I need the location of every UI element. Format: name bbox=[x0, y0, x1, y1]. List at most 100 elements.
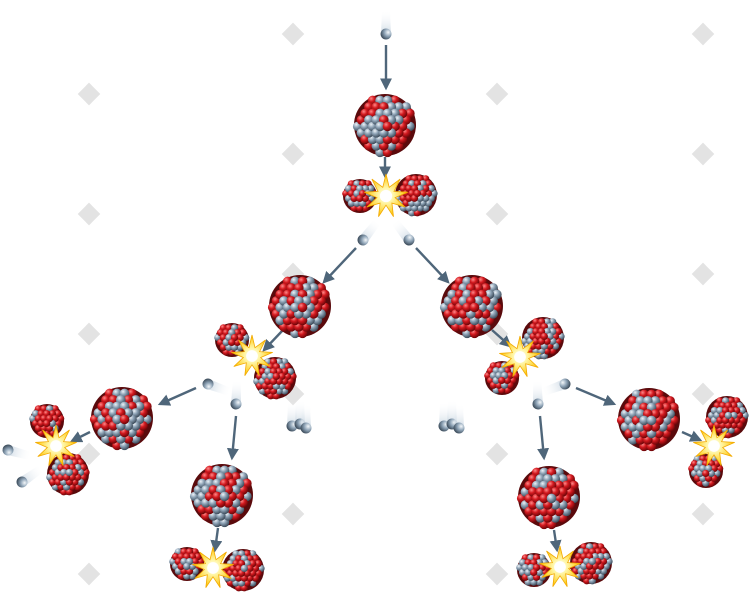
arrow-split bbox=[69, 430, 91, 443]
neutron bbox=[639, 415, 649, 426]
diamond-watermark-icon bbox=[485, 562, 509, 586]
proton bbox=[382, 121, 393, 132]
diamond-watermark-icon bbox=[485, 442, 509, 466]
fission-fragment bbox=[169, 547, 205, 581]
diamond-watermark-icon bbox=[77, 82, 101, 106]
arrow-split bbox=[549, 529, 562, 553]
proton bbox=[228, 338, 236, 347]
fission-fragment bbox=[705, 396, 749, 439]
neutron bbox=[646, 415, 657, 426]
released-neutron bbox=[2, 444, 33, 461]
uranium-nucleus bbox=[616, 388, 680, 452]
diamond-watermark-icon bbox=[691, 502, 715, 526]
incoming-neutron bbox=[380, 10, 392, 40]
neutron bbox=[183, 562, 191, 571]
neutron bbox=[112, 414, 122, 425]
neutron bbox=[219, 491, 230, 502]
proton bbox=[43, 419, 51, 428]
diamond-watermark-icon bbox=[691, 382, 715, 406]
diamond-watermark-icon bbox=[77, 202, 101, 226]
free-neutron-layer bbox=[2, 10, 571, 488]
diamond-watermark-icon bbox=[281, 142, 305, 166]
uranium-nucleus bbox=[439, 275, 503, 339]
diamond-watermark-icon bbox=[691, 22, 715, 46]
proton bbox=[702, 469, 710, 478]
proton bbox=[272, 372, 280, 381]
arrow-neutron-path bbox=[157, 386, 197, 406]
fission-flash bbox=[231, 334, 273, 376]
neutron bbox=[546, 493, 557, 504]
uranium-nucleus bbox=[189, 464, 253, 528]
proton bbox=[119, 414, 130, 425]
released-neutron bbox=[541, 378, 571, 396]
arrow-split bbox=[262, 329, 284, 352]
fission-fragment bbox=[342, 179, 378, 213]
proton bbox=[413, 189, 421, 198]
diamond-watermark-icon bbox=[77, 562, 101, 586]
arrow-layer bbox=[69, 45, 703, 553]
proton bbox=[498, 376, 506, 385]
uranium-nucleus bbox=[267, 275, 331, 339]
proton bbox=[530, 568, 538, 577]
released-neutron bbox=[16, 464, 44, 488]
released-neutron bbox=[202, 378, 232, 396]
proton bbox=[539, 493, 549, 504]
uranium-nucleus bbox=[516, 466, 580, 530]
diamond-watermark-icon bbox=[77, 322, 101, 346]
continuation-neutron bbox=[300, 404, 312, 434]
proton bbox=[469, 302, 480, 313]
diamond-watermark-icon bbox=[281, 502, 305, 526]
fission-fragment bbox=[46, 453, 90, 496]
continuation-neutron bbox=[453, 404, 465, 434]
fission-flash bbox=[35, 424, 77, 466]
neutron bbox=[588, 557, 596, 566]
fission-fragment bbox=[253, 357, 297, 400]
released-neutron bbox=[532, 379, 544, 410]
uranium-nucleus bbox=[89, 387, 153, 451]
proton bbox=[297, 302, 308, 313]
arrow-neutron-path bbox=[415, 247, 450, 284]
fission-fragment bbox=[29, 404, 65, 438]
arrow-neutron-path bbox=[226, 415, 239, 461]
neutron bbox=[724, 411, 732, 420]
diamond-watermark-icon bbox=[485, 82, 509, 106]
proton bbox=[356, 194, 364, 203]
diamond-watermark-icon bbox=[77, 442, 101, 466]
fission-flash bbox=[539, 545, 581, 587]
released-neutron bbox=[357, 218, 381, 246]
fission-fragment bbox=[484, 361, 520, 395]
uranium-nucleus bbox=[352, 94, 416, 158]
diamond-watermark-icon bbox=[281, 22, 305, 46]
diamond-watermark-icon bbox=[691, 142, 715, 166]
fission-flash bbox=[192, 546, 234, 588]
fission-fragment bbox=[521, 317, 565, 360]
nucleus-layer bbox=[29, 94, 749, 592]
arrow-split bbox=[210, 527, 223, 553]
proton bbox=[540, 332, 548, 341]
arrow-neutron-path bbox=[537, 415, 550, 461]
released-neutron bbox=[230, 379, 242, 410]
proton bbox=[462, 302, 472, 313]
diamond-watermark-icon bbox=[691, 262, 715, 286]
neutron bbox=[240, 564, 248, 573]
fission-fragment bbox=[516, 553, 552, 587]
fission-fragment bbox=[688, 454, 724, 488]
neutron bbox=[65, 468, 73, 477]
fission-flash bbox=[364, 173, 408, 217]
arrow-split bbox=[491, 329, 512, 348]
fission-flash bbox=[693, 424, 735, 466]
fission-flash bbox=[499, 335, 541, 377]
proton bbox=[212, 491, 222, 502]
arrow-neutron-path bbox=[322, 247, 357, 284]
fission-fragment bbox=[569, 542, 613, 585]
neutron bbox=[375, 121, 385, 132]
fission-fragment bbox=[221, 549, 265, 592]
diamond-watermark-icon bbox=[485, 202, 509, 226]
arrow-neutron-path bbox=[575, 386, 617, 406]
fission-flash-layer bbox=[35, 173, 735, 588]
arrow-split bbox=[681, 430, 703, 442]
released-neutron bbox=[391, 218, 415, 246]
neutron bbox=[290, 302, 300, 313]
